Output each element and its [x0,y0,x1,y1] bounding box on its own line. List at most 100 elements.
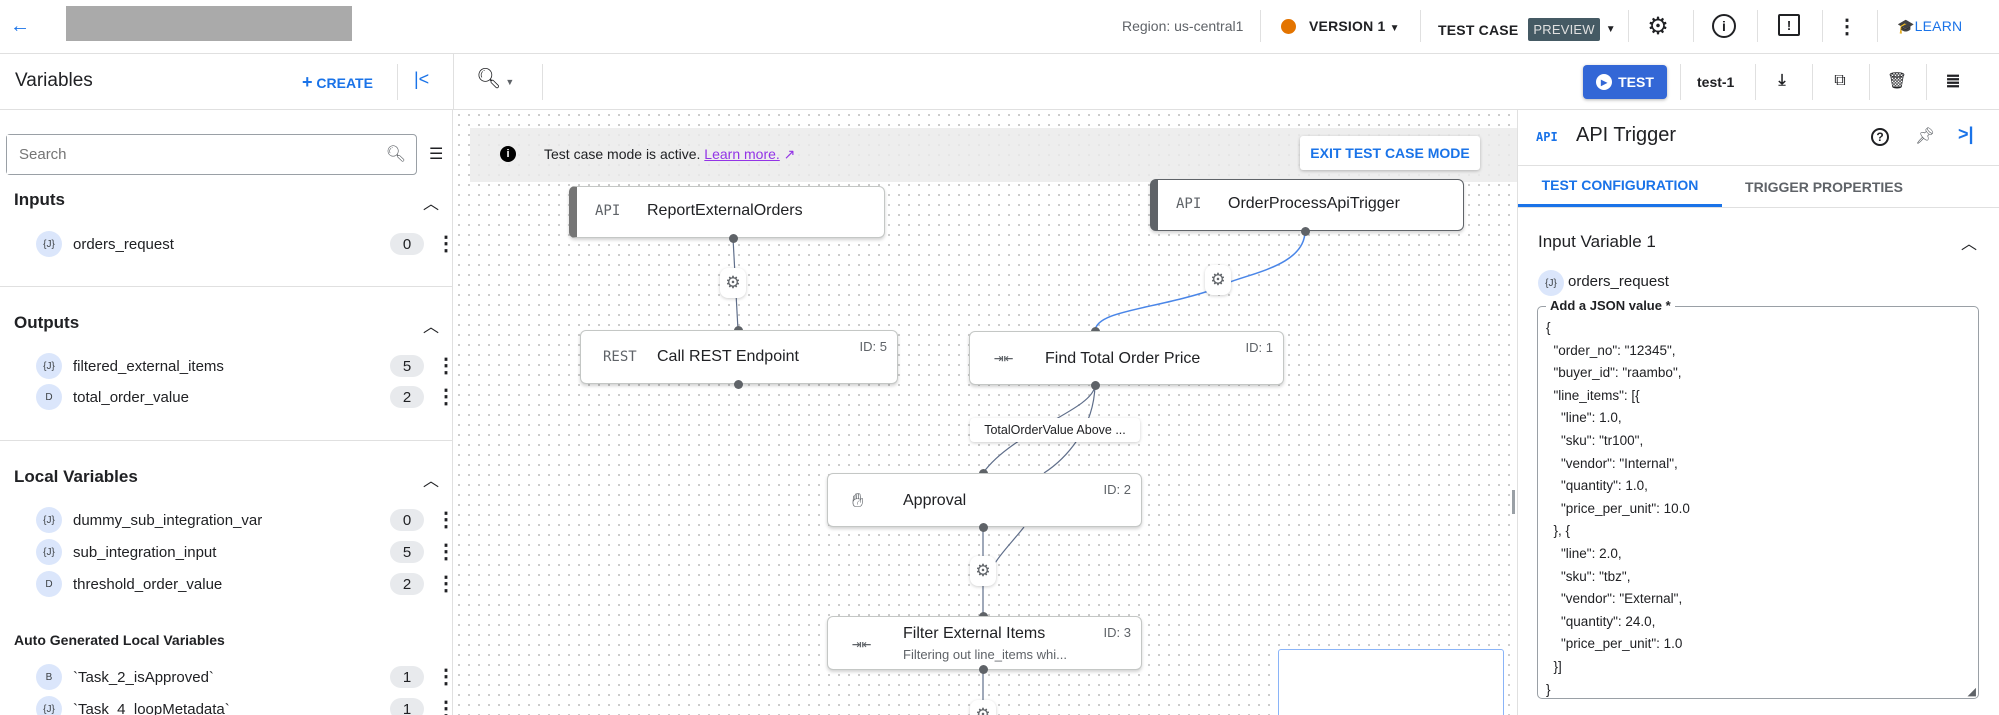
variable-row[interactable]: B `Task_2_isApproved` 1 ⋮ [36,663,452,691]
toolbar: Variables + CREATE |< 🔍︎▼ ▶TEST test-1 ⤓… [0,54,1999,110]
more-vert-icon[interactable]: ⋮ [436,667,452,687]
feedback-icon[interactable]: ! [1778,14,1800,36]
more-vert-icon[interactable]: ⋮ [1837,15,1857,38]
variable-row[interactable]: {J}`Task_4_loopMetadata`1⋮ [36,695,452,715]
region-label: Region: us-central1 [1122,18,1244,34]
task-node-call-rest-endpoint[interactable]: REST Call REST Endpoint ID: 5 [580,330,898,384]
more-vert-icon[interactable]: ⋮ [436,510,452,530]
search-input[interactable] [7,135,367,174]
version-selector[interactable]: VERSION 1 ▼ [1309,18,1400,34]
edge-condition-gear-icon[interactable]: ⚙ [1205,265,1231,295]
learn-button[interactable]: 🎓LEARN [1897,18,1962,35]
boolean-type-icon: B [36,664,62,690]
node-port[interactable] [1301,227,1310,236]
edge-condition-gear-icon[interactable]: ⚙ [970,700,996,715]
create-variable-button[interactable]: + CREATE [302,72,373,93]
search-box[interactable]: 🔍︎ [6,134,417,175]
json-type-icon: {J} [1538,270,1564,296]
node-id: ID: 5 [859,339,887,354]
more-vert-icon[interactable]: ⋮ [436,387,452,407]
node-port[interactable] [1091,381,1100,390]
json-type-icon: {J} [36,353,62,379]
search-icon[interactable]: 🔍︎ [385,146,406,163]
more-vert-icon[interactable]: ⋮ [436,234,452,254]
more-vert-icon[interactable]: ⋮ [436,542,452,562]
edge-condition-gear-icon[interactable]: ⚙ [970,556,996,586]
help-icon[interactable]: ? [1871,128,1889,146]
data-mapping-icon: ⇥⇤ [994,348,1014,367]
variable-name: filtered_external_items [73,357,224,375]
node-port[interactable] [979,523,988,532]
test-button[interactable]: ▶ TEST [1583,65,1667,99]
node-port[interactable] [729,234,738,243]
tab-test-configuration[interactable]: TEST CONFIGURATION [1518,166,1722,207]
dropdown-icon: ▼ [1605,24,1616,35]
collapse-chevron-up-icon[interactable]: ︿ [423,319,440,336]
trigger-node-report-external-orders[interactable]: API ReportExternalOrders [569,186,885,238]
version-status-dot [1281,19,1296,34]
node-title: Find Total Order Price [1045,350,1201,367]
learn-label: LEARN [1914,18,1963,34]
task-node-filter-external-items[interactable]: ⇥⇤ Filter External Items Filtering out l… [827,616,1142,670]
redacted-title [66,6,352,41]
pin-icon[interactable]: 📌︎ [1915,128,1936,145]
settings-gear-icon[interactable]: ⚙ [1647,12,1669,40]
collapse-panel-icon[interactable]: >| [1958,124,1974,144]
edge-condition-label[interactable]: TotalOrderValue Above ... [970,418,1140,442]
task-node-approval[interactable]: ✋︎ Approval ID: 2 [827,473,1142,527]
more-vert-icon[interactable]: ⋮ [436,574,452,594]
node-port[interactable] [734,380,743,389]
tab-trigger-properties[interactable]: TRIGGER PROPERTIES [1745,178,1903,195]
collapse-chevron-up-icon[interactable]: ︿ [1961,236,1978,253]
task-node-find-total-order-price[interactable]: ⇥⇤ Find Total Order Price ID: 1 [969,331,1284,385]
drag-handle[interactable] [1512,490,1515,514]
delete-icon[interactable]: 🗑︎ [1886,73,1908,90]
play-icon: ▶ [1596,74,1613,90]
collapse-panel-icon[interactable]: |< [414,69,430,89]
trigger-node-order-process-api[interactable]: API OrderProcessApiTrigger [1150,179,1464,231]
node-title: Filter External Items [903,625,1046,642]
copy-icon[interactable]: ⧉ [1834,72,1846,89]
test-label: TEST [1618,74,1654,90]
back-arrow-icon[interactable]: ← [10,14,30,37]
usage-count: 0 [390,233,424,255]
more-vert-icon[interactable]: ⋮ [436,699,452,715]
test-case-name[interactable]: test-1 [1697,74,1735,90]
download-icon[interactable]: ⤓ [1778,72,1786,89]
minimap[interactable] [1278,649,1504,715]
open-external-icon: ↗ [783,146,796,162]
resize-handle-icon[interactable]: ◢ [1967,686,1976,698]
api-icon: API [595,203,621,219]
learn-more-link[interactable]: Learn more. [704,146,780,162]
integration-canvas[interactable]: i Test case mode is active. Learn more. … [454,110,1517,715]
sort-filter-icon[interactable]: ☰ [429,146,444,163]
zoom-menu[interactable]: 🔍︎▼ [476,66,514,91]
double-type-icon: D [36,571,62,597]
json-value[interactable]: { "order_no": "12345", "buyer_id": "raam… [1546,320,1690,697]
info-icon[interactable]: i [1712,14,1736,38]
collapse-chevron-up-icon[interactable]: ︿ [423,473,440,490]
test-mode-banner: i Test case mode is active. Learn more. … [470,128,1517,182]
variable-name: `Task_2_isApproved` [73,668,214,686]
exit-test-case-mode-button[interactable]: EXIT TEST CASE MODE [1300,136,1480,170]
section-auto-generated-title: Auto Generated Local Variables [14,632,225,648]
node-port[interactable] [979,665,988,674]
collapse-chevron-up-icon[interactable]: ︿ [423,196,440,213]
usage-count: 1 [390,666,424,688]
json-field-label: Add a JSON value * [1546,298,1675,313]
section-inputs-title: Inputs [14,190,65,209]
json-value-textarea[interactable]: Add a JSON value * { "order_no": "12345"… [1537,298,1979,699]
dropdown-icon: ▼ [505,77,515,87]
list-icon[interactable]: ≣ [1945,70,1961,91]
more-vert-icon[interactable]: ⋮ [436,356,452,376]
api-icon: API [1176,196,1202,212]
node-title: Approval [903,492,967,509]
edge-condition-gear-icon[interactable]: ⚙ [720,268,746,298]
